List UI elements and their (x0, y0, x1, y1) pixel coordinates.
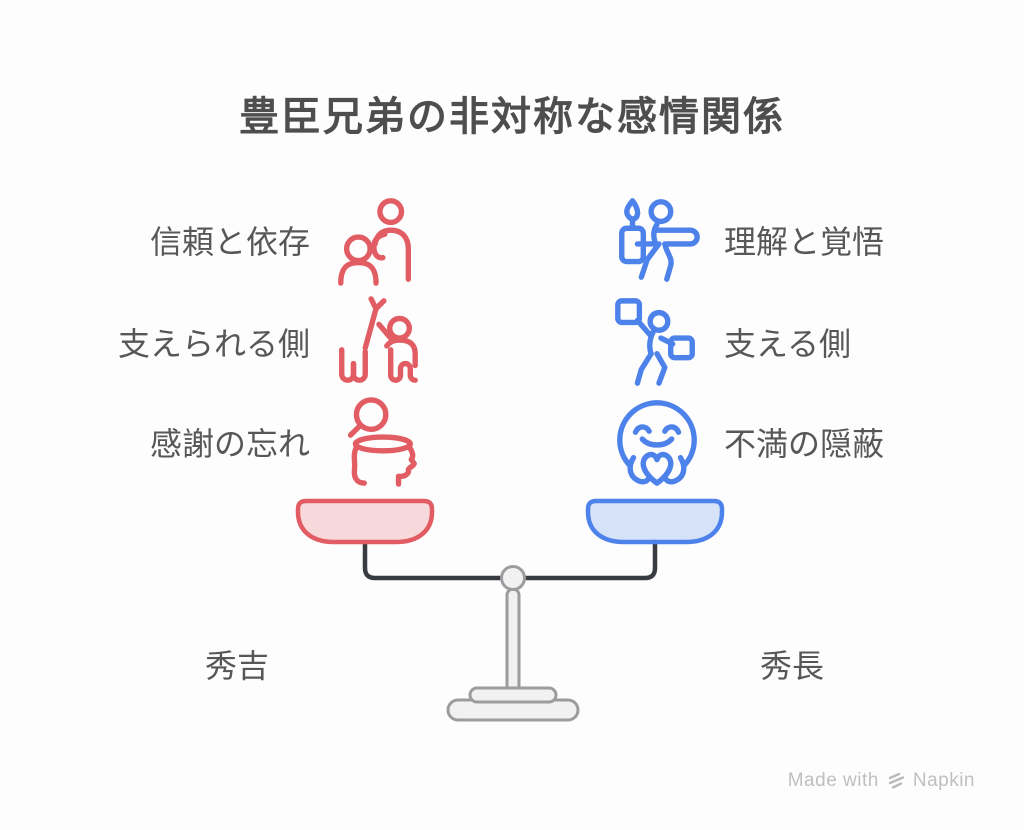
stand-base-small (468, 686, 558, 704)
left-row-2: 支えられる側 (118, 294, 424, 390)
reaching-hand-icon (339, 296, 418, 383)
right-item-label-3: 不満の隠蔽 (724, 426, 885, 462)
right-pan (585, 498, 725, 545)
right-person-name: 秀長 (759, 648, 824, 684)
left-item-label-3: 感謝の忘れ (149, 426, 310, 462)
left-item-label-2: 支えられる側 (117, 326, 310, 362)
made-with-napkin-badge[interactable]: Made with Napkin (788, 770, 975, 792)
left-person-name: 秀吉 (204, 648, 269, 684)
scale-beam (362, 539, 658, 581)
hugging-face-icon (617, 400, 697, 486)
stand-pivot (500, 565, 526, 591)
right-row-3: 不満の隠蔽 (610, 394, 884, 490)
memory-search-icon (347, 397, 417, 487)
right-item-label-1: 理解と覚悟 (724, 224, 885, 260)
left-item-label-1: 信頼と依存 (149, 224, 310, 260)
left-row-3: 感謝の忘れ (150, 394, 424, 490)
person-candle-icon (619, 198, 700, 282)
right-row-2: 支える側 (610, 294, 851, 390)
napkin-brand-text: Napkin (912, 770, 975, 791)
right-item-label-2: 支える側 (724, 326, 852, 362)
balance-scale (295, 498, 725, 722)
right-row-1: 理解と覚悟 (610, 192, 884, 288)
scale-stand (446, 565, 580, 722)
carry-boxes-icon (615, 298, 695, 386)
left-row-1: 信頼と依存 (150, 192, 424, 288)
left-pan (295, 498, 435, 545)
page-title: 豊臣兄弟の非対称な感情関係 (239, 95, 785, 139)
people-comfort-icon (338, 198, 412, 286)
stand-post (505, 587, 521, 703)
napkin-logo-icon (888, 772, 905, 789)
made-with-text: Made with (787, 770, 879, 791)
